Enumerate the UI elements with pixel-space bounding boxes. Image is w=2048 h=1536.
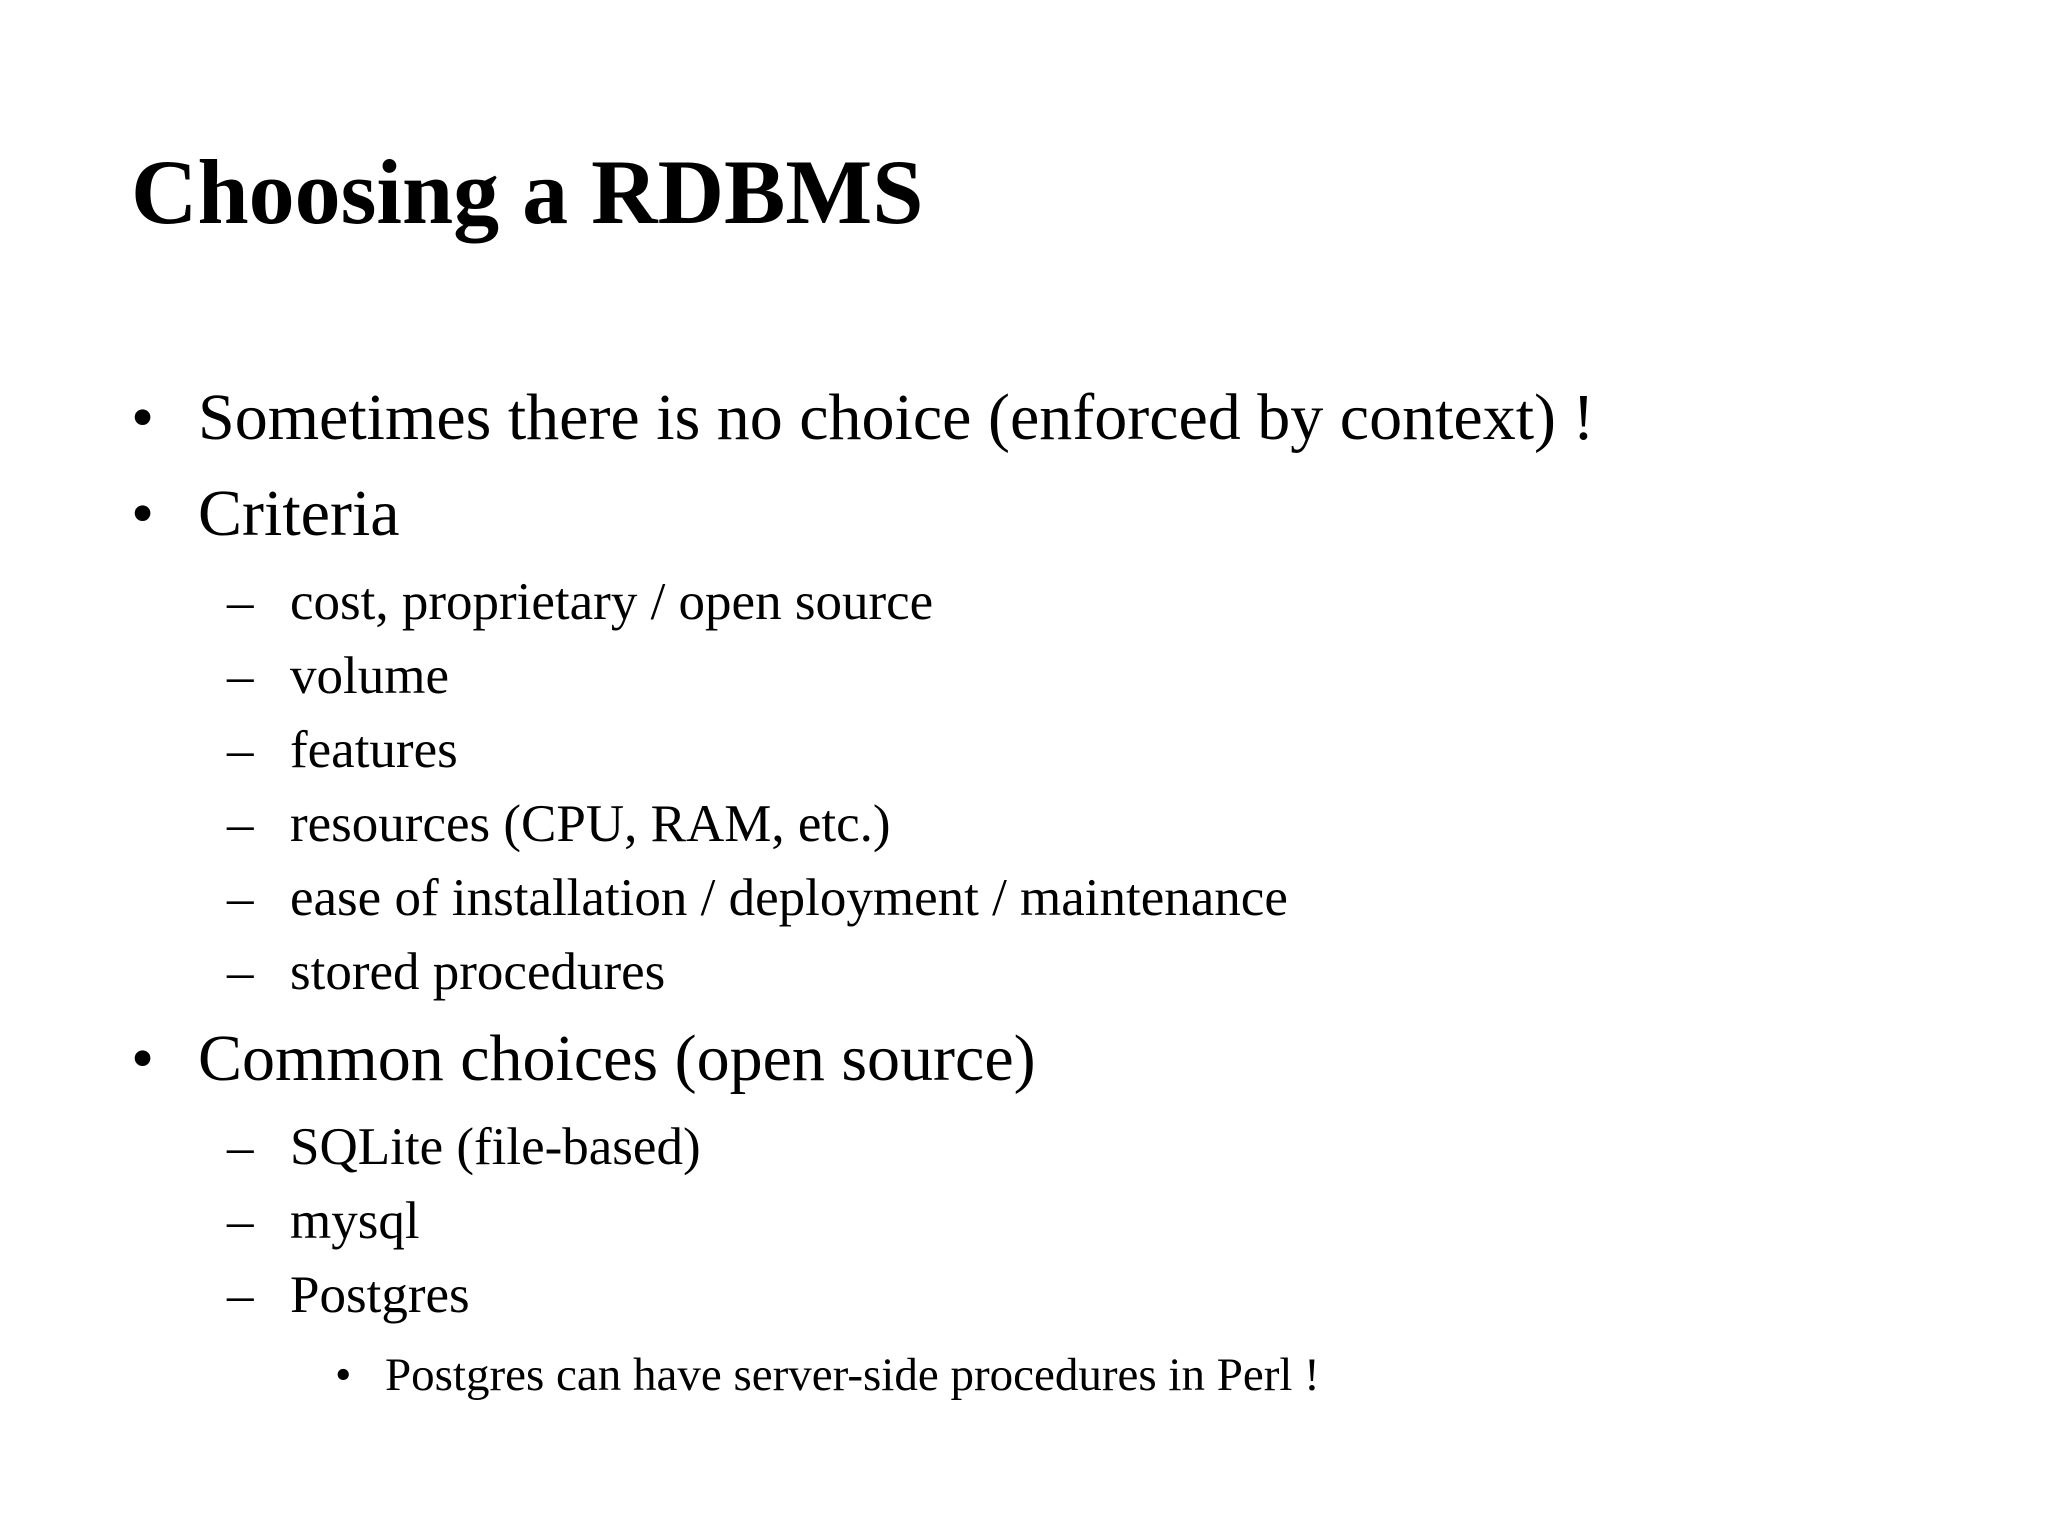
sub-bullet-text: mysql [290, 1192, 420, 1250]
dash-icon: – [227, 647, 254, 705]
bullet-text: Criteria [198, 477, 400, 550]
sub-sub-bullet-line: • Postgres can have server-side procedur… [335, 1352, 1320, 1399]
dash-icon: – [227, 1192, 254, 1250]
bullet-dot-icon: • [131, 477, 155, 550]
slide-title: Choosing a RDBMS [131, 141, 924, 243]
bullet-dot-icon: • [131, 1022, 155, 1095]
sub-bullet-line: – resources (CPU, RAM, etc.) [227, 798, 891, 851]
sub-bullet-text: ease of installation / deployment / main… [290, 869, 1288, 927]
dash-icon: – [227, 869, 254, 927]
dash-icon: – [227, 573, 254, 631]
bullet-line: • Criteria [131, 481, 400, 547]
sub-bullet-text: stored procedures [290, 943, 666, 1001]
sub-bullet-line: – volume [227, 650, 449, 703]
sub-bullet-dot-icon: • [335, 1349, 352, 1401]
dash-icon: – [227, 1118, 254, 1176]
sub-bullet-line: – Postgres [227, 1269, 470, 1322]
bullet-line: • Sometimes there is no choice (enforced… [131, 385, 1595, 451]
sub-sub-bullet-text: Postgres can have server-side procedures… [385, 1349, 1320, 1401]
sub-bullet-text: volume [290, 647, 449, 705]
sub-bullet-line: – cost, proprietary / open source [227, 576, 933, 629]
sub-bullet-line: – stored procedures [227, 946, 665, 999]
dash-icon: – [227, 721, 254, 779]
sub-bullet-text: Postgres [290, 1266, 470, 1324]
bullet-text: Sometimes there is no choice (enforced b… [198, 381, 1595, 454]
sub-bullet-text: cost, proprietary / open source [290, 573, 934, 631]
sub-bullet-line: – features [227, 724, 458, 777]
dash-icon: – [227, 795, 254, 853]
sub-bullet-line: – mysql [227, 1195, 420, 1248]
sub-bullet-text: resources (CPU, RAM, etc.) [290, 795, 891, 853]
bullet-text: Common choices (open source) [198, 1022, 1036, 1095]
dash-icon: – [227, 1266, 254, 1324]
sub-bullet-text: SQLite (file-based) [290, 1118, 701, 1176]
sub-bullet-line: – SQLite (file-based) [227, 1121, 701, 1174]
bullet-line: • Common choices (open source) [131, 1026, 1036, 1092]
sub-bullet-line: – ease of installation / deployment / ma… [227, 872, 1288, 925]
bullet-dot-icon: • [131, 381, 155, 454]
sub-bullet-text: features [290, 721, 458, 779]
dash-icon: – [227, 943, 254, 1001]
